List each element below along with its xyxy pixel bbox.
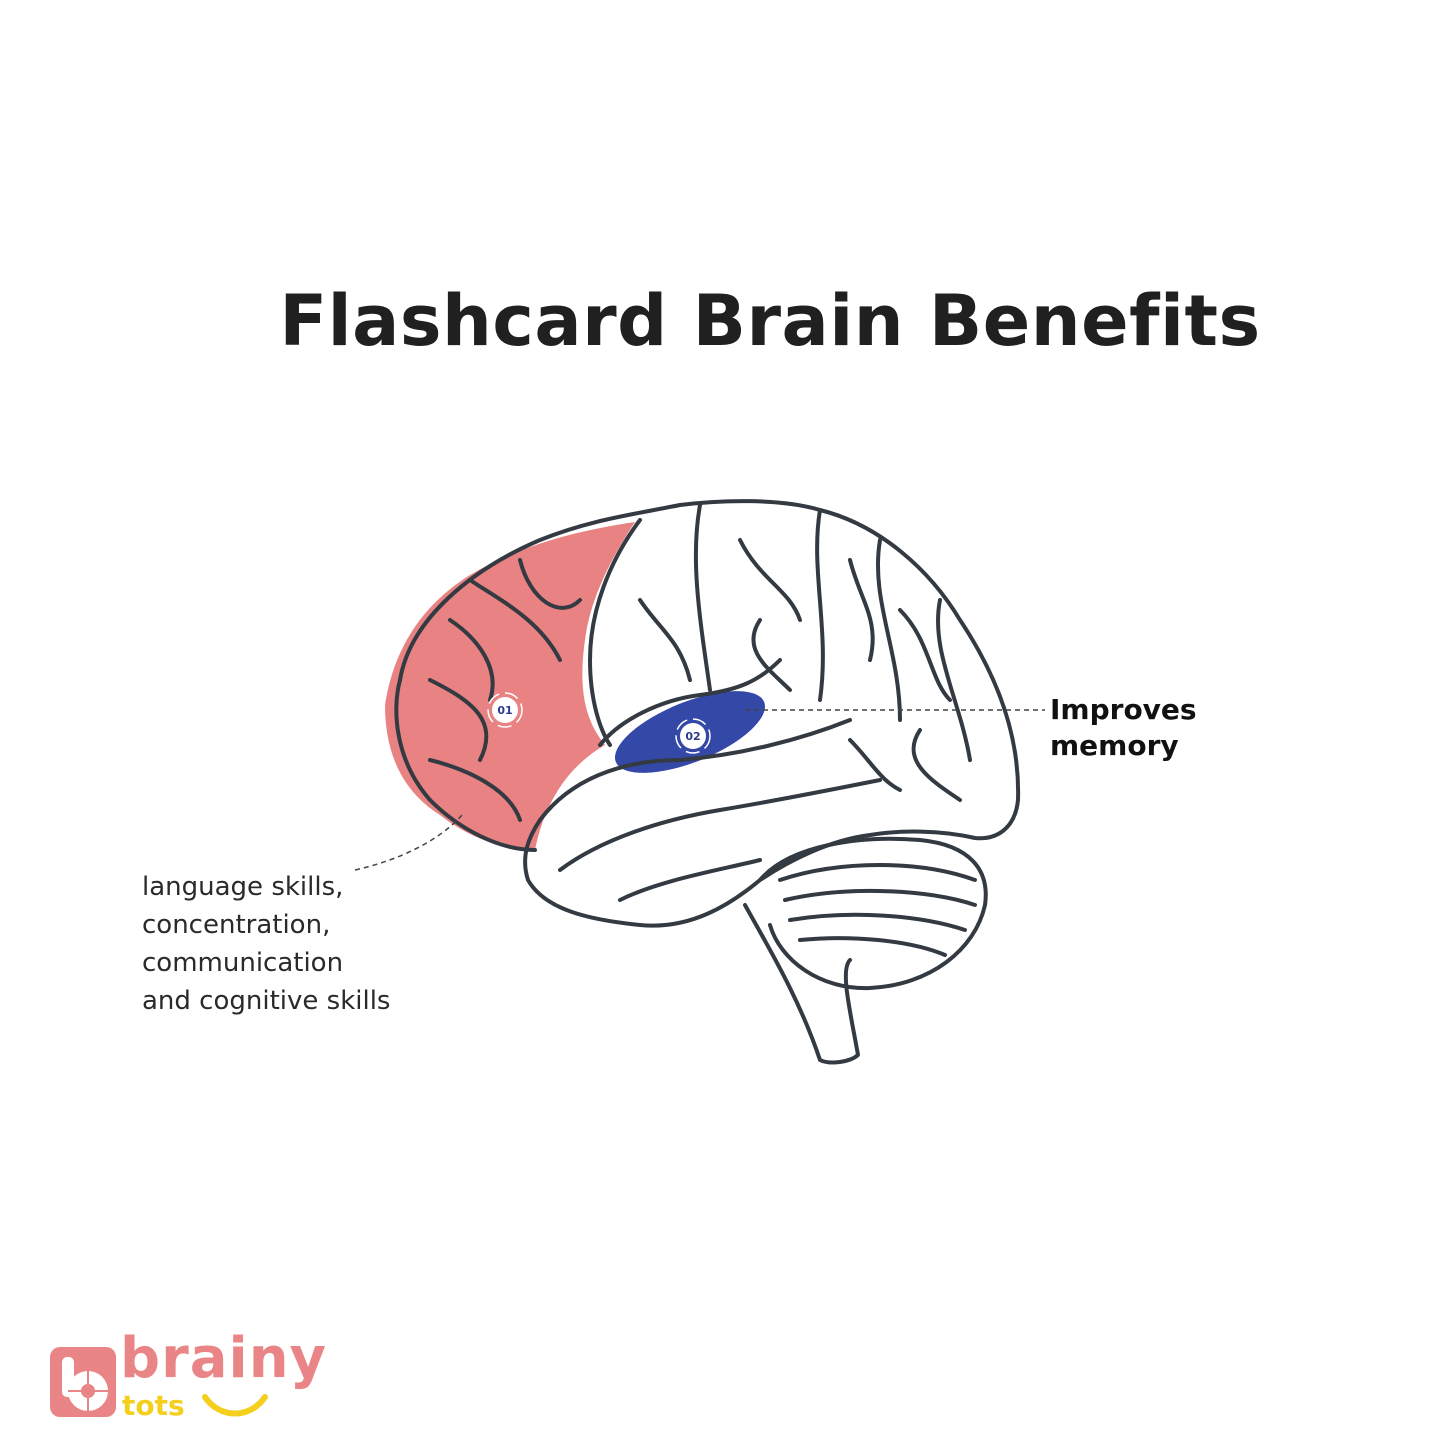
marker-02: 02 (675, 718, 711, 754)
logo-b-icon (50, 1347, 116, 1417)
logo-main-text: brainy (120, 1326, 328, 1391)
marker-01-label: 01 (497, 704, 512, 717)
caption-line: communication (142, 948, 344, 978)
brainstem (743, 903, 860, 1065)
brain-outline (398, 499, 1021, 928)
caption-line: and cognitive skills (142, 986, 391, 1016)
leader-line-01 (354, 814, 463, 871)
region-02-caption: Improves memory (1050, 692, 1197, 764)
brain-lines (394, 499, 1021, 1065)
caption-line: language skills, (142, 872, 344, 902)
caption-line: Improves (1050, 693, 1197, 726)
smile-icon (202, 1394, 268, 1417)
page-title: Flashcard Brain Benefits (279, 280, 1261, 362)
marker-01: 01 (487, 692, 523, 728)
lateral-sulcus (538, 718, 852, 822)
caption-line: memory (1050, 729, 1179, 762)
cerebellum (758, 836, 988, 991)
caption-line: concentration, (142, 910, 331, 940)
brainy-tots-logo: brainy tots (50, 1331, 326, 1425)
logo-sub-text: tots (122, 1389, 185, 1422)
marker-02-label: 02 (685, 730, 700, 743)
region-01-caption: language skills, concentration, communic… (142, 868, 390, 1020)
